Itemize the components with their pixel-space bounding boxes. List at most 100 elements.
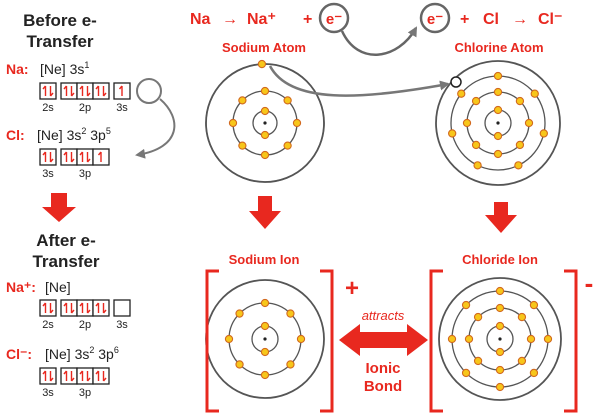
- electron: [495, 286, 505, 296]
- spin-up-arrow: [42, 151, 47, 162]
- orbital-group-label: 2p: [79, 102, 91, 114]
- electron: [283, 96, 292, 105]
- attraction-double-arrow: [339, 324, 428, 356]
- electron: [235, 360, 244, 369]
- electron: [471, 140, 481, 150]
- electron: [260, 298, 270, 308]
- orbital-box: [76, 299, 94, 317]
- electron: [260, 150, 270, 160]
- cl-ion-config: [Ne] 3s2 3p6: [45, 345, 119, 362]
- orbital-box: [92, 82, 110, 100]
- spin-up-arrow: [79, 370, 84, 381]
- electron: [260, 347, 270, 357]
- orbital-group-label: 3p: [79, 168, 91, 180]
- orbital-group-label: 2s: [42, 102, 54, 114]
- electron: [238, 141, 247, 150]
- chlorine-down-arrow: [485, 202, 517, 233]
- spin-up-arrow: [63, 370, 68, 381]
- spin-up-arrow: [42, 370, 47, 381]
- before-title-line2: Transfer: [26, 32, 93, 51]
- orbital-group-label: 2p: [79, 319, 91, 331]
- spin-down-arrow: [49, 86, 54, 97]
- after-title-line1: After e-: [36, 231, 96, 250]
- eq-cl: Cl: [483, 11, 499, 28]
- eq-na: Na: [190, 11, 211, 28]
- nucleus: [263, 337, 267, 341]
- orbital-group-label: 3s: [116, 102, 128, 114]
- orbital-box: [76, 367, 94, 385]
- orbital-box: [92, 299, 110, 317]
- electron: [238, 96, 247, 105]
- spin-up-arrow: [79, 151, 84, 162]
- atom-outline: [435, 60, 561, 186]
- na-orbital-boxes: 2s 2p 3s: [39, 82, 131, 114]
- spin-down-arrow: [86, 303, 91, 314]
- sodium-ion-right-bracket: [320, 269, 334, 413]
- electron: [260, 130, 270, 140]
- electron: [524, 118, 534, 128]
- before-title-line1: Before e-: [23, 11, 97, 30]
- spin-up-arrow: [79, 302, 84, 313]
- electron: [495, 347, 505, 357]
- na-3s-highlight-circle: [136, 78, 162, 104]
- atom-outline: [438, 277, 562, 401]
- electron: [517, 312, 527, 322]
- chlorine-atom-model: [435, 60, 561, 186]
- chloride-ion-left-bracket: [429, 269, 443, 413]
- spin-down-arrow: [86, 86, 91, 97]
- spin-down-arrow: [70, 152, 75, 163]
- electron: [539, 129, 548, 138]
- electron: [530, 89, 539, 98]
- eq-arrow-2: →: [512, 11, 528, 28]
- spin-up-arrow: [63, 151, 68, 162]
- orbital-box: [113, 299, 131, 317]
- electron: [461, 300, 471, 310]
- spin-up-arrow: [63, 85, 68, 96]
- sodium-ion-charge: +: [345, 275, 359, 302]
- na-config: [Ne] 3s1: [40, 60, 89, 77]
- electron: [292, 118, 302, 128]
- electron: [464, 334, 474, 344]
- electron: [257, 59, 267, 69]
- electron: [517, 356, 527, 366]
- electron: [447, 334, 457, 344]
- eq-na-plus: Na⁺: [247, 11, 276, 28]
- electron: [224, 334, 234, 344]
- electron-move-arrow: [340, 26, 418, 56]
- electron: [493, 131, 503, 141]
- chloride-ion-right-bracket: [564, 269, 578, 413]
- sodium-atom-model: [205, 59, 325, 183]
- electron: [461, 368, 471, 378]
- electron: [514, 161, 523, 170]
- electron: [286, 360, 295, 369]
- spin-up-arrow: [79, 85, 84, 96]
- electron: [515, 140, 525, 150]
- electron: [543, 334, 553, 344]
- electron: [493, 71, 503, 81]
- spin-up-arrow: [95, 302, 100, 313]
- spin-down-arrow: [102, 303, 107, 314]
- electron: [495, 382, 505, 392]
- spin-down-arrow: [86, 152, 91, 163]
- eq-electron-circle-right: [419, 2, 451, 34]
- electron: [515, 96, 525, 106]
- eq-plus-2: +: [460, 11, 469, 28]
- electron: [457, 89, 466, 98]
- cl-label: Cl:: [6, 127, 25, 143]
- orbital-box: [39, 82, 57, 100]
- spin-up-arrow: [42, 85, 47, 96]
- spin-down-arrow: [49, 371, 54, 382]
- electron: [473, 161, 482, 170]
- eq-plus-1: +: [303, 11, 312, 28]
- electron: [526, 334, 536, 344]
- electron: [235, 309, 244, 318]
- orbital-box: [92, 367, 110, 385]
- na-ion-config: [Ne]: [45, 279, 71, 295]
- orbital-group-label: 2s: [42, 319, 54, 331]
- spin-down-arrow: [49, 152, 54, 163]
- orbital-box: [39, 367, 57, 385]
